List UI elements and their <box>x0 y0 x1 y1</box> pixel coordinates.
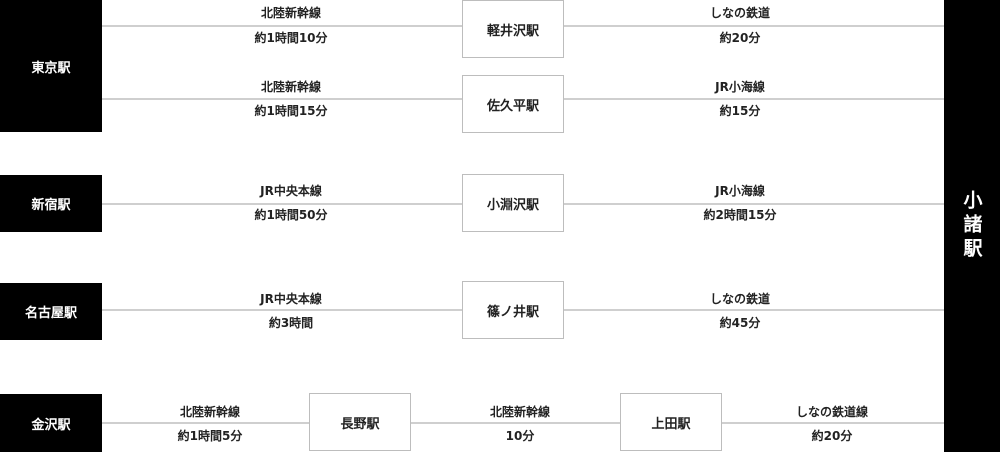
line-name-nagano-ueda: 北陸新幹線 <box>489 405 550 419</box>
travel-time-kanazawa-nagano: 約1時間5分 <box>177 429 243 443</box>
station-shinonoi: 篠ノ井駅 <box>462 281 564 339</box>
travel-time-shinonoi-komoro: 約45分 <box>719 316 761 330</box>
travel-time-nagoya-shinonoi: 約3時間 <box>268 316 314 330</box>
travel-time-kobuchizawa-komoro: 約2時間15分 <box>703 208 777 222</box>
origin-tokyo: 東京駅 <box>0 0 102 132</box>
route-line-kanazawa <box>102 422 944 424</box>
line-name-tokyo-karuizawa: 北陸新幹線 <box>260 6 321 20</box>
line-name-tokyo-sakudaira: 北陸新幹線 <box>260 80 321 94</box>
travel-time-nagano-ueda: 10分 <box>505 429 535 443</box>
line-name-karuizawa-komoro: しなの鉄道 <box>709 6 770 20</box>
line-name-shinjuku-kobuchizawa: JR中央本線 <box>260 184 322 198</box>
line-name-nagoya-shinonoi: JR中央本線 <box>260 292 322 306</box>
origin-nagoya: 名古屋駅 <box>0 283 102 340</box>
travel-time-sakudaira-komoro: 約15分 <box>719 104 761 118</box>
station-kobuchizawa: 小淵沢駅 <box>462 174 564 232</box>
line-name-sakudaira-komoro: JR小海線 <box>715 80 765 94</box>
origin-shinjuku: 新宿駅 <box>0 175 102 232</box>
travel-time-ueda-komoro: 約20分 <box>811 429 853 443</box>
origin-kanazawa: 金沢駅 <box>0 394 102 452</box>
station-sakudaira: 佐久平駅 <box>462 75 564 133</box>
travel-time-karuizawa-komoro: 約20分 <box>719 31 761 45</box>
line-name-kobuchizawa-komoro: JR小海線 <box>715 184 765 198</box>
station-nagano: 長野駅 <box>309 393 411 451</box>
travel-time-shinjuku-kobuchizawa: 約1時間50分 <box>254 208 328 222</box>
destination-komoro: 小諸駅 <box>944 0 1000 452</box>
station-ueda: 上田駅 <box>620 393 722 451</box>
line-name-ueda-komoro: しなの鉄道線 <box>795 405 868 419</box>
station-karuizawa: 軽井沢駅 <box>462 0 564 58</box>
travel-time-tokyo-karuizawa: 約1時間10分 <box>254 31 328 45</box>
line-name-kanazawa-nagano: 北陸新幹線 <box>179 405 240 419</box>
travel-time-tokyo-sakudaira: 約1時間15分 <box>254 104 328 118</box>
line-name-shinonoi-komoro: しなの鉄道 <box>709 292 770 306</box>
destination-label: 小諸駅 <box>960 190 983 262</box>
